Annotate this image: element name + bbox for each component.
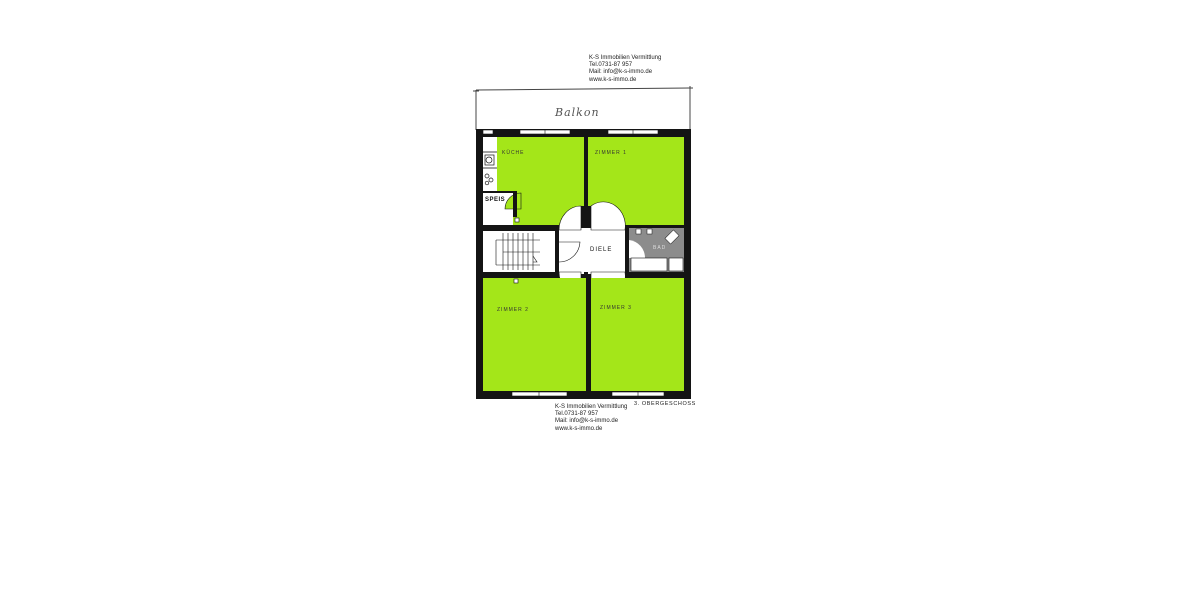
label-bad: BAD: [653, 245, 667, 251]
balcony: [473, 86, 693, 130]
label-zimmer-3: ZIMMER 3: [600, 305, 632, 311]
bathtub-icon: [630, 257, 668, 272]
window-top-kueche: [519, 129, 571, 135]
door-swing-stairs: [558, 241, 581, 263]
label-speis: SPEIS: [485, 197, 506, 203]
window-top-zimmer1: [607, 129, 659, 135]
website: www.k-s-immo.de: [555, 425, 603, 432]
room-zimmer-3: [591, 278, 684, 391]
stairs: [495, 233, 540, 270]
sink-icon: [484, 154, 495, 166]
door-swing-kueche: [558, 205, 582, 231]
staircase: [483, 231, 555, 272]
window-bottom-zimmer2: [511, 391, 568, 397]
email-address: Mail: info@k-s-immo.de: [555, 418, 619, 425]
company-name: K-S Immobilien Vermittlung: [555, 404, 628, 410]
kitchen-counter: [483, 137, 497, 191]
washbasin-icon: [664, 229, 680, 245]
window-bottom-zimmer3: [611, 391, 665, 397]
balcony-label: Balkon: [555, 106, 600, 119]
floor-label: 3. OBERGESCHOSS: [634, 401, 696, 407]
label-kueche: KÜCHE: [502, 150, 525, 156]
label-diele: DIELE: [590, 247, 613, 253]
email-address: Mail: info@k-s-immo.de: [589, 69, 653, 76]
room-diele: [559, 228, 625, 274]
room-zimmer-2: [483, 278, 586, 391]
label-zimmer-1: ZIMMER 1: [595, 150, 627, 156]
stove-icon: [484, 173, 494, 186]
toilet-icon: [635, 228, 653, 235]
company-name: K-S Immobilien Vermittlung: [589, 55, 662, 61]
phone-number: Tel.0731-87 957: [589, 62, 633, 69]
contact-block-bottom: K-S Immobilien Vermittlung Tel.0731-87 9…: [555, 404, 627, 433]
contact-block-top: K-S Immobilien Vermittlung Tel.0731-87 9…: [589, 55, 661, 84]
phone-number: Tel.0731-87 957: [555, 411, 599, 418]
label-zimmer-2: ZIMMER 2: [497, 307, 529, 313]
website: www.k-s-immo.de: [589, 76, 637, 83]
shower-tray-icon: [668, 257, 684, 272]
